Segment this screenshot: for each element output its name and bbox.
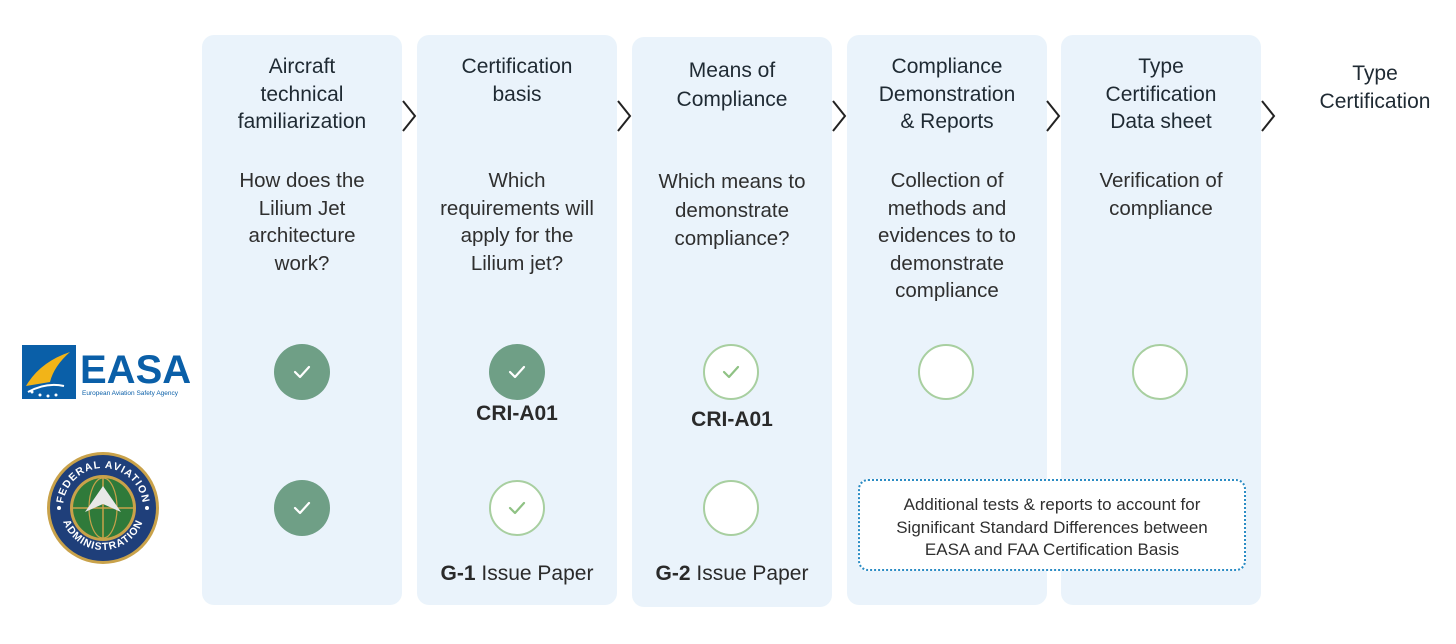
step-title: Compliance Demonstration & Reports — [878, 55, 1016, 133]
easa-status-certification-basis — [489, 344, 545, 400]
faa-ref-means-of-compliance: G-2 Issue Paper — [632, 562, 832, 586]
step-title: Means of Compliance — [676, 59, 788, 111]
step-title: Certification basis — [461, 55, 573, 106]
faa-seal: FEDERAL AVIATION ADMINISTRATION — [45, 450, 161, 566]
easa-ref-means-of-compliance: CRI-A01 — [691, 408, 773, 431]
easa-status-tc-data-sheet — [1132, 344, 1188, 400]
easa-status-compliance-demonstration — [918, 344, 974, 400]
chevron-right-icon — [617, 100, 632, 132]
step-description: Which means to demonstrate compliance? — [658, 170, 806, 250]
chevron-right-icon — [1046, 100, 1061, 132]
faa-ref-label: Issue Paper — [690, 562, 809, 585]
step-title: Aircraft technical familiarization — [237, 55, 367, 133]
step-description: Collection of methods and evidences to t… — [878, 169, 1016, 302]
easa-status-familiarization — [274, 344, 330, 400]
check-icon — [508, 365, 526, 379]
faa-ref-code: G-1 — [440, 562, 476, 585]
chevron-right-icon — [1261, 100, 1276, 132]
step-description: How does the Lilium Jet architecture wor… — [239, 169, 365, 275]
faa-ref-code: G-2 — [655, 562, 691, 585]
faa-status-certification-basis — [489, 480, 545, 536]
easa-logo-text: EASA — [80, 348, 190, 392]
faa-ref-label: Issue Paper — [475, 562, 594, 585]
faa-status-familiarization — [274, 480, 330, 536]
check-icon — [508, 501, 526, 515]
easa-logo: EASA European Aviation Safety Agency — [20, 342, 191, 402]
easa-logo-subtext: European Aviation Safety Agency — [82, 390, 179, 397]
step-description: Verification of compliance — [1099, 169, 1223, 220]
check-icon — [293, 365, 311, 379]
easa-ref-certification-basis: CRI-A01 — [476, 402, 558, 425]
step-column-familiarization: Aircraft technical familiarization How d… — [202, 35, 402, 605]
faa-ref-certification-basis: G-1 Issue Paper — [417, 562, 617, 586]
chevron-right-icon — [402, 100, 417, 132]
final-step-title: Type Certification — [1319, 62, 1431, 113]
easa-status-means-of-compliance — [703, 344, 759, 400]
step-title: Type Certification Data sheet — [1105, 55, 1217, 133]
check-icon — [722, 365, 740, 379]
chevron-right-icon — [832, 100, 847, 132]
check-icon — [293, 501, 311, 515]
faa-status-means-of-compliance — [703, 480, 759, 536]
step-description: Which requirements will apply for the Li… — [440, 169, 594, 275]
ssd-note: Additional tests & reports to account fo… — [858, 479, 1246, 571]
